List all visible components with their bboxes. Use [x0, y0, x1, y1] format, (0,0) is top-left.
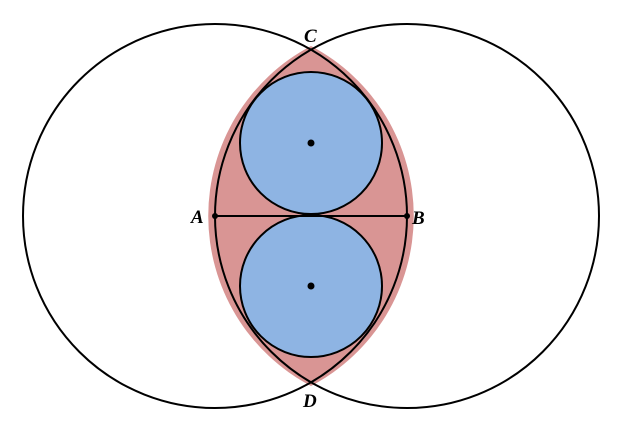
point-a-dot: [212, 213, 218, 219]
inner-top-center-dot: [307, 139, 315, 147]
label-c: C: [304, 26, 317, 47]
label-a: A: [190, 207, 204, 228]
point-b-dot: [404, 213, 410, 219]
label-d: D: [302, 391, 317, 412]
inner-bottom-center-dot: [307, 282, 315, 290]
label-b: B: [411, 208, 425, 229]
